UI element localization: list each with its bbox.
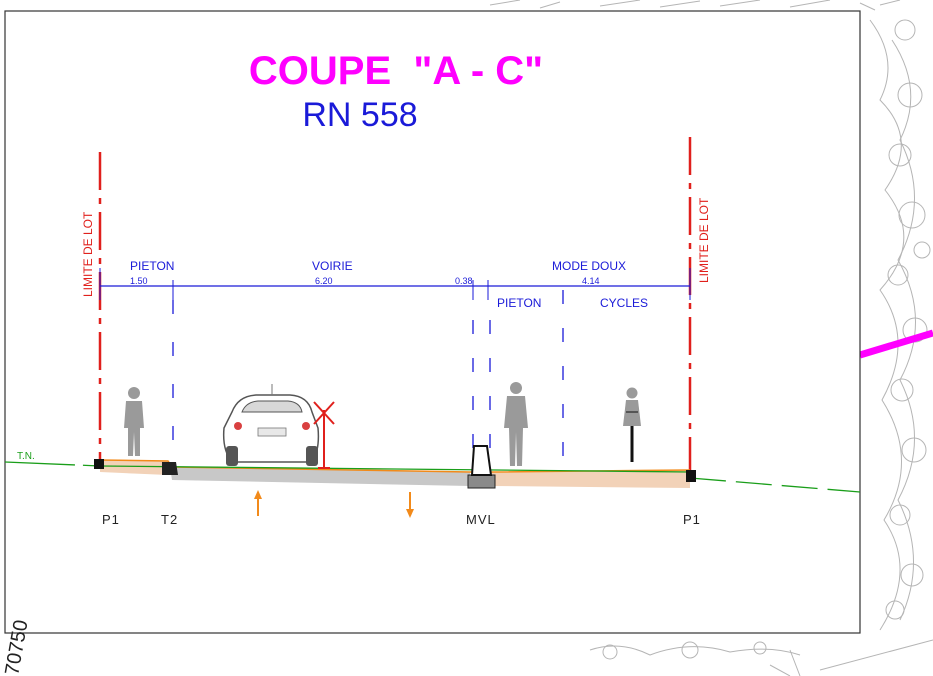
pedestrian-icon xyxy=(124,387,144,456)
terrain-line-mid xyxy=(99,465,691,473)
zone-label-pieton-left: PIETON xyxy=(130,259,174,273)
sidewalk-left xyxy=(100,460,168,475)
lot-limit-label-left: LIMITE DE LOT xyxy=(81,211,95,297)
lot-limit-label-right: LIMITE DE LOT xyxy=(697,197,711,283)
dimension-line xyxy=(99,268,691,300)
finished-surface xyxy=(99,459,691,473)
point-label-t2: T2 xyxy=(161,512,178,527)
lot-limit-right: LIMITE DE LOT xyxy=(688,137,711,470)
zone-width-pieton-left: 1.50 xyxy=(130,276,148,286)
terrain-line-right xyxy=(689,477,861,493)
zone-separators xyxy=(172,290,564,470)
terrain-line-left xyxy=(4,461,101,467)
curb-t2 xyxy=(162,462,178,475)
zone-width-voirie: 6.20 xyxy=(315,276,333,286)
zone-label-cycles: CYCLES xyxy=(600,296,648,310)
lot-limit-left: LIMITE DE LOT xyxy=(81,152,102,460)
point-label-mvl: MVL xyxy=(466,512,496,527)
point-label-p1-right: P1 xyxy=(683,512,701,527)
sidewalk-right xyxy=(492,470,690,488)
car-icon xyxy=(222,384,320,466)
road-surface xyxy=(170,467,470,486)
section-title: COUPE "A - C" xyxy=(249,49,543,93)
curb-mvl xyxy=(470,445,493,476)
drawing-frame xyxy=(4,10,861,634)
zone-width-separator: 0.38 xyxy=(455,276,473,286)
arrow-down-icon xyxy=(406,492,414,518)
road-name: RN 558 xyxy=(302,96,417,134)
background-sketch xyxy=(489,0,933,676)
point-label-p1-left: P1 xyxy=(102,512,120,527)
zone-label-pieton-right: PIETON xyxy=(497,296,541,310)
mvl-base xyxy=(467,474,496,489)
traffic-sign-icon xyxy=(313,401,335,469)
pedestrian-icon xyxy=(504,382,528,466)
zone-label-voirie: VOIRIE xyxy=(312,259,353,273)
terrain-label: T.N. xyxy=(17,451,35,462)
curb-p1-right xyxy=(686,470,696,482)
arrow-up-icon xyxy=(254,490,262,516)
highlight-line xyxy=(858,329,933,359)
zone-width-mode-doux: 4.14 xyxy=(582,276,600,286)
curb-p1-left xyxy=(94,459,104,469)
cyclist-icon xyxy=(623,387,641,462)
zone-label-mode-doux: MODE DOUX xyxy=(552,259,626,273)
